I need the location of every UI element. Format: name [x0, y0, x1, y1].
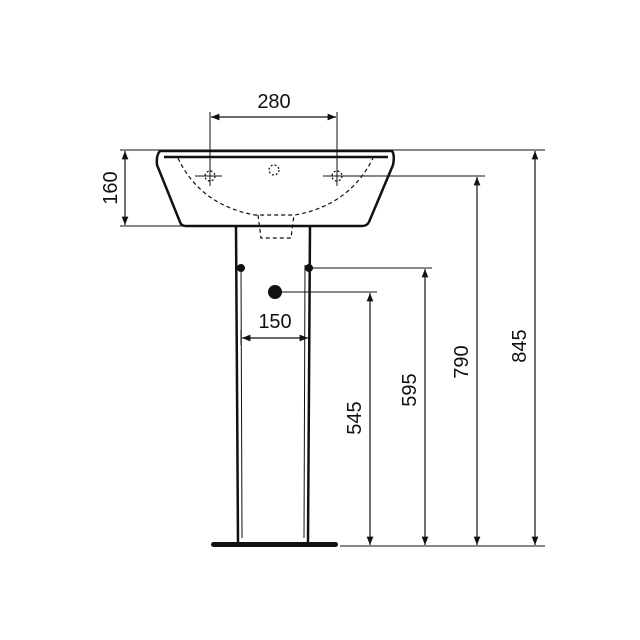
label-160: 160	[100, 171, 122, 204]
label-595: 595	[399, 373, 421, 406]
bowl-dashed	[177, 157, 374, 216]
basin-outline	[155, 149, 396, 228]
overflow-hole	[268, 164, 280, 176]
waste-dashed	[257, 214, 295, 239]
label-845: 845	[509, 329, 531, 362]
pedestal	[234, 225, 312, 543]
pedestal-base	[211, 542, 338, 547]
label-545: 545	[344, 401, 366, 434]
fixing-point-right	[305, 264, 313, 272]
label-790: 790	[451, 345, 473, 378]
waste-outlet	[268, 285, 282, 299]
label-280: 280	[257, 91, 290, 113]
label-150: 150	[258, 311, 291, 333]
fixing-point-left	[237, 264, 245, 272]
